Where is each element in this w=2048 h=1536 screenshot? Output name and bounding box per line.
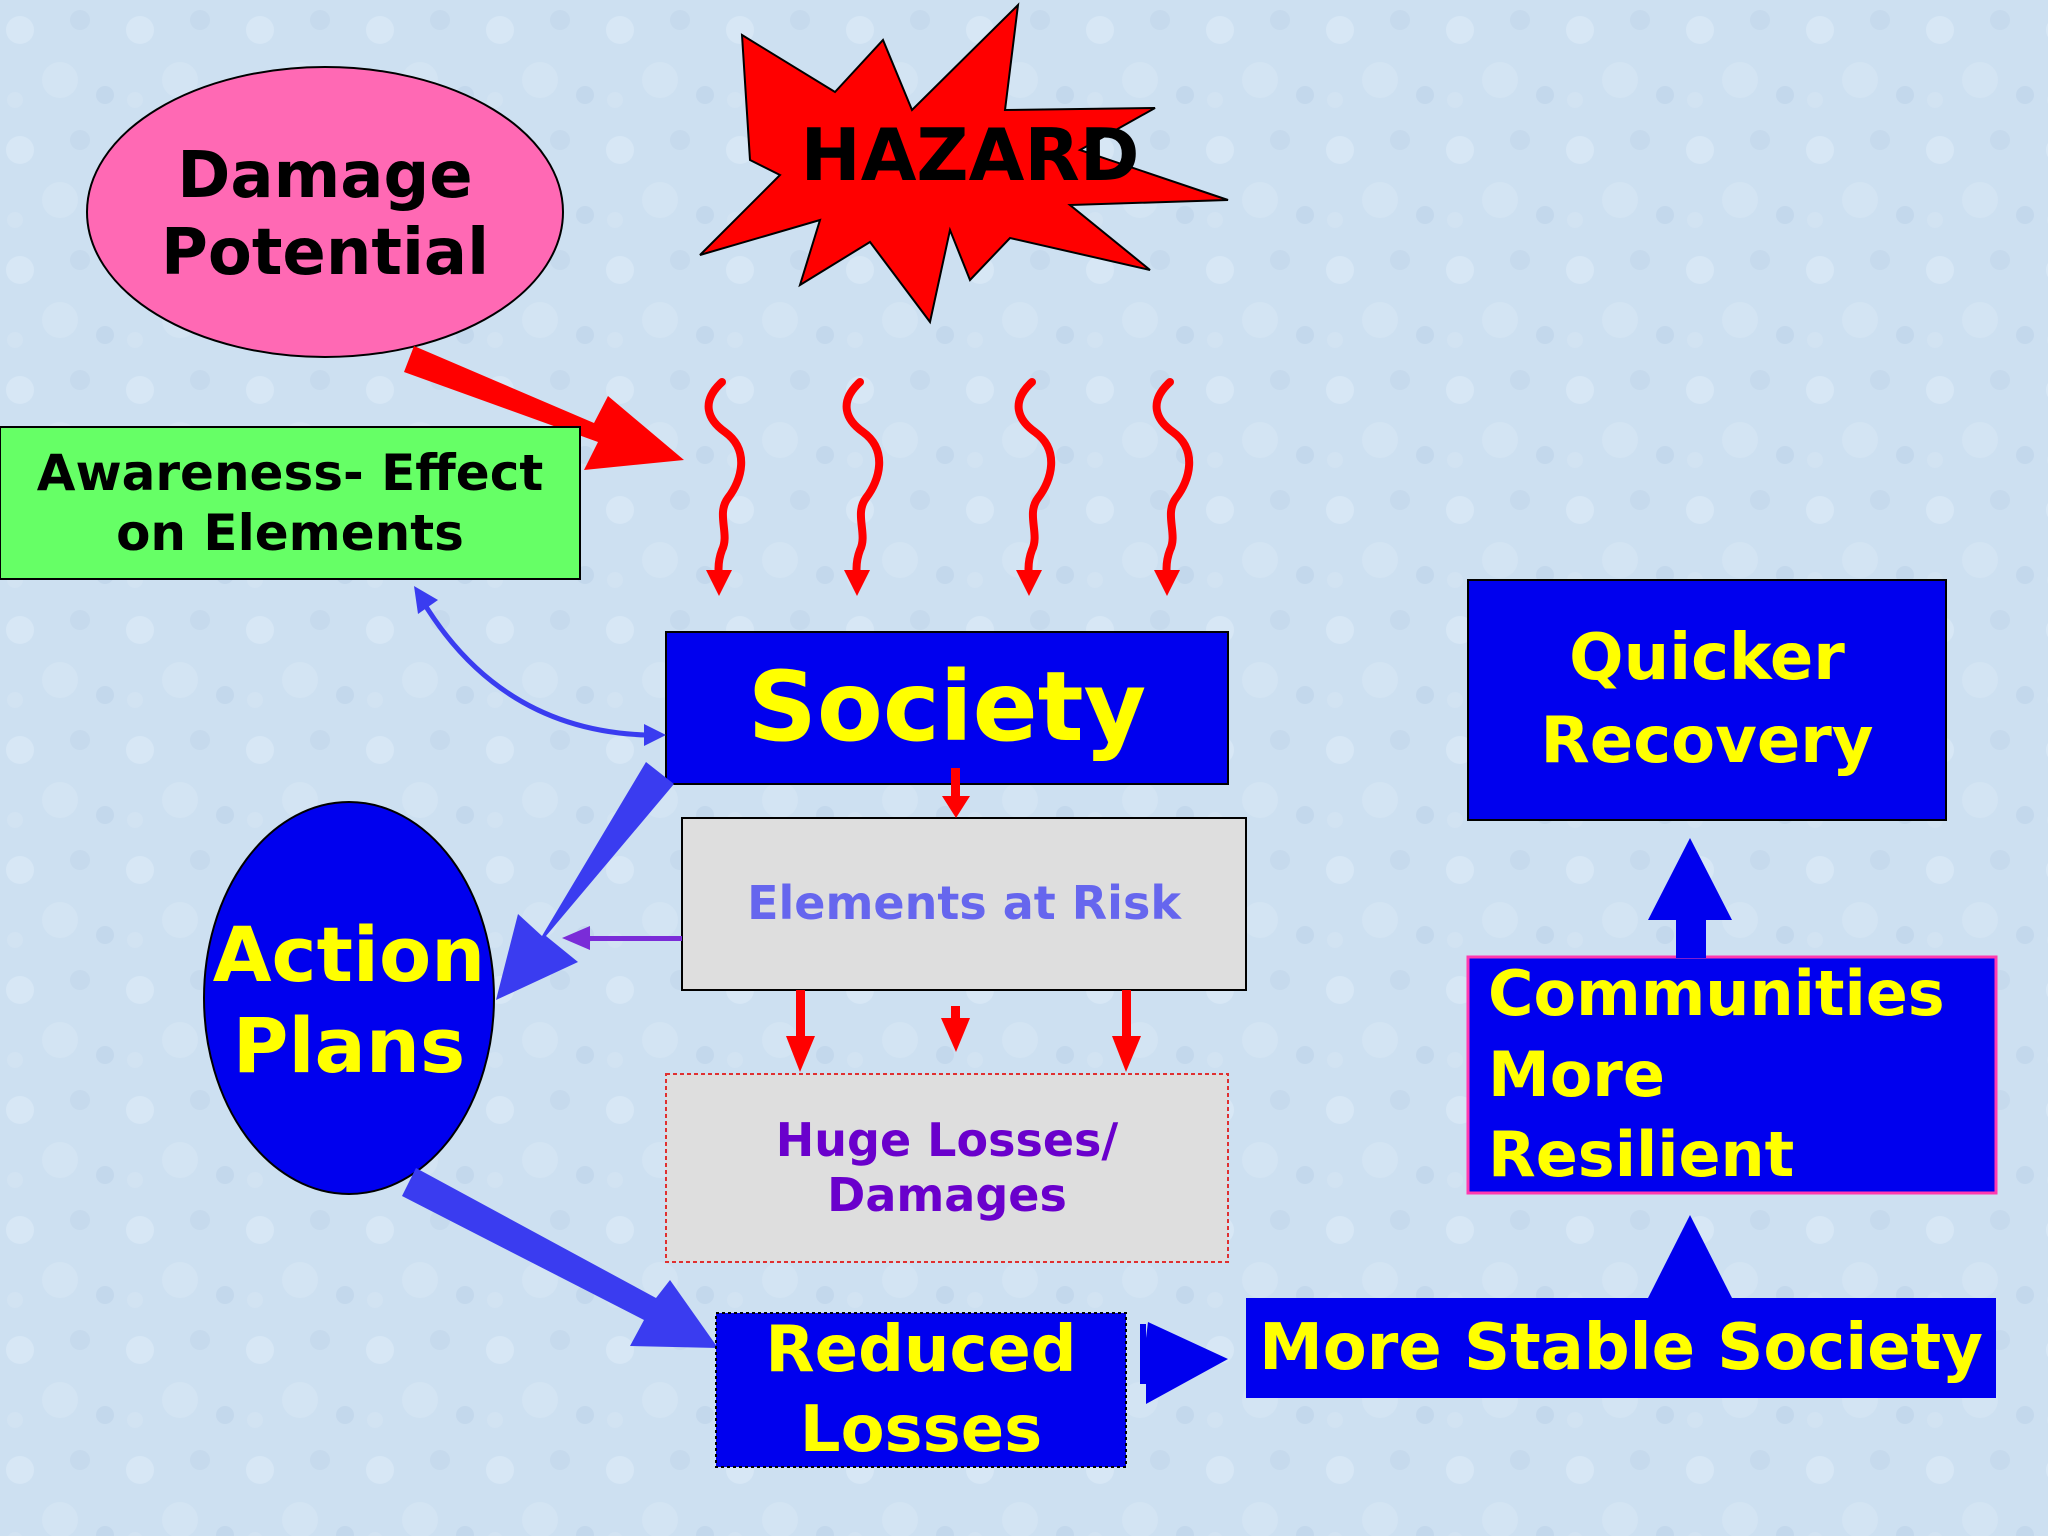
quicker-recovery-label: Quicker Recovery [1540, 620, 1874, 778]
hazard-wave-2 [842, 378, 884, 596]
elements-at-risk-box [681, 817, 1247, 991]
reduced-to-stable-arrow [1140, 1322, 1228, 1404]
elements-to-losses-arrows [786, 990, 1141, 1072]
communities-box [1466, 955, 1998, 1195]
hazard-impact-arrows [704, 378, 1194, 596]
action-to-reduced-arrow [402, 1168, 718, 1348]
more-stable-society-label: More Stable Society [1259, 1310, 1983, 1385]
reduced-losses-box [715, 1312, 1127, 1468]
society-box [665, 631, 1229, 785]
society-to-action-arrow [496, 762, 674, 1000]
hazard-wave-4 [1152, 378, 1194, 596]
awareness-box [0, 426, 581, 580]
elements-at-risk-label: Elements at Risk [747, 876, 1181, 931]
damage-to-hazard-arrow [404, 346, 684, 470]
hazard-wave-1 [704, 378, 746, 596]
elements-to-action-arrow [562, 926, 682, 950]
hazard-label: HAZARD [800, 112, 1140, 197]
hazard-starburst [699, 2, 1229, 325]
huge-losses-label: Huge Losses/ Damages [775, 1112, 1119, 1222]
huge-losses-box [665, 1073, 1229, 1263]
communities-label: Communities More Resilient [1488, 957, 1945, 1192]
society-to-elements-arrow [942, 768, 970, 818]
society-label: Society [747, 651, 1147, 764]
communities-to-recovery-arrow [1648, 838, 1732, 958]
action-plans-label: Action Plans [212, 909, 486, 1090]
damage-potential-label: Damage Potential [160, 139, 490, 290]
awareness-label: Awareness- Effect on Elements [36, 444, 544, 562]
quicker-recovery-box [1467, 579, 1947, 821]
action-plans-ellipse [203, 801, 495, 1195]
hazard-wave-3 [1014, 378, 1056, 596]
damage-potential-ellipse [86, 66, 564, 358]
more-stable-society-box [1246, 1298, 1996, 1398]
stable-to-communities-arrow [1648, 1215, 1732, 1298]
reduced-losses-label: Reduced Losses [765, 1313, 1077, 1467]
awareness-society-curve [414, 586, 666, 746]
